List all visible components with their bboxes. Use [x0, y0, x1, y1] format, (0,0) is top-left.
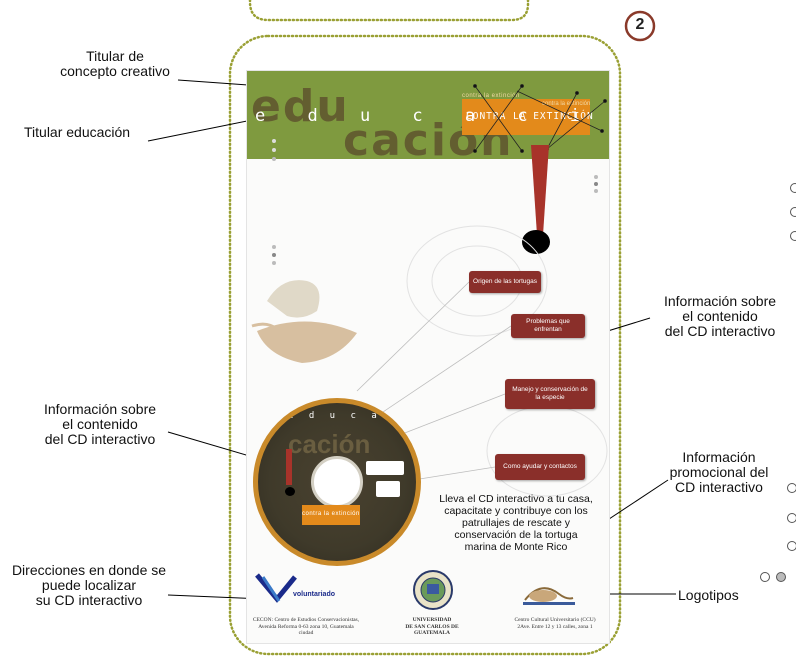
- annotation-logotipos: Logotipos: [678, 587, 739, 603]
- cd-logo-patch: [366, 461, 404, 475]
- background-edu-text: edu: [251, 81, 350, 132]
- previous-panel-border: [248, 0, 530, 22]
- side-circle: [787, 513, 796, 523]
- side-circle: [790, 231, 796, 241]
- menu-button-manejo[interactable]: Manejo y conservación de la especie: [505, 379, 595, 409]
- menu-button-problemas[interactable]: Problemas que enfrentan: [511, 314, 585, 338]
- leader-line-educacion: [147, 117, 263, 142]
- annotation-titular-concepto: Titular de concepto creativo: [60, 48, 170, 79]
- cd-logo-patch-2: [376, 481, 400, 497]
- side-circle: [776, 572, 786, 582]
- faint-concept-text-2: contra la extinción: [542, 101, 591, 107]
- logo-left-name: voluntariado: [293, 591, 336, 598]
- headline-concepto: CONTRA LA EXTINCIÓN: [466, 111, 594, 122]
- annotation-info-promocional: Información promocional del CD interacti…: [669, 449, 769, 495]
- footer-address-center: UNIVERSIDAD DE SAN CARLOS DE GUATEMALA: [405, 617, 459, 636]
- menu-button-contactos[interactable]: Como ayudar y contactos: [495, 454, 585, 480]
- usac-logo: [413, 570, 453, 610]
- annotation-titular-educacion: Titular educación: [24, 124, 131, 140]
- annotation-info-cd-right: Información sobre el contenido del CD in…: [663, 293, 777, 339]
- footer-address-left: CECON: Centro de Estudios Conservacionis…: [252, 617, 360, 636]
- voluntariado-logo: [255, 573, 297, 603]
- cd-exclamation: [286, 449, 292, 485]
- cd-concept-text: contra la extinción: [302, 511, 360, 517]
- footer-address-right: Centro Cultural Universitario (CCU) 2Ave…: [514, 617, 596, 630]
- header-banner: edu cación contra la extinción contra la…: [247, 71, 609, 166]
- faint-concept-text: contra la extinción: [462, 93, 520, 99]
- step-number: 2: [635, 16, 645, 33]
- cd-edu-text: e d u c a c i ó n: [288, 411, 416, 421]
- annotation-info-cd-left: Información sobre el contenido del CD in…: [43, 401, 157, 447]
- leader-line-promo: [599, 479, 669, 526]
- side-circle: [760, 572, 770, 582]
- turtle-silhouette: [251, 280, 357, 363]
- ccu-logo: [523, 587, 575, 605]
- cd-concept-box: [302, 505, 360, 525]
- exclamation-dot: [522, 230, 550, 254]
- panel-border: [228, 34, 622, 656]
- cd-exclamation-dot: [285, 487, 295, 496]
- cd-disc: e d u c a c i ó n cación contra la extin…: [253, 398, 421, 566]
- cd-hole: [311, 456, 363, 508]
- side-circle: [787, 483, 796, 493]
- menu-button-origen[interactable]: Origen de las tortugas: [469, 271, 541, 293]
- promo-text: Lleva el CD interactivo a tu casa, capac…: [439, 493, 593, 553]
- step-circle: [624, 10, 656, 42]
- side-circle: [790, 183, 796, 193]
- side-circle: [790, 207, 796, 217]
- exclamation-bar: [531, 145, 549, 235]
- annotation-direcciones: Direcciones en donde se puede localizar …: [11, 562, 167, 608]
- poster-art: [251, 84, 608, 497]
- concept-box: [462, 99, 590, 135]
- side-circle: [787, 541, 796, 551]
- headline-educacion: e d u c a c i ó n: [255, 106, 609, 126]
- cd-big-text: cación: [288, 429, 371, 459]
